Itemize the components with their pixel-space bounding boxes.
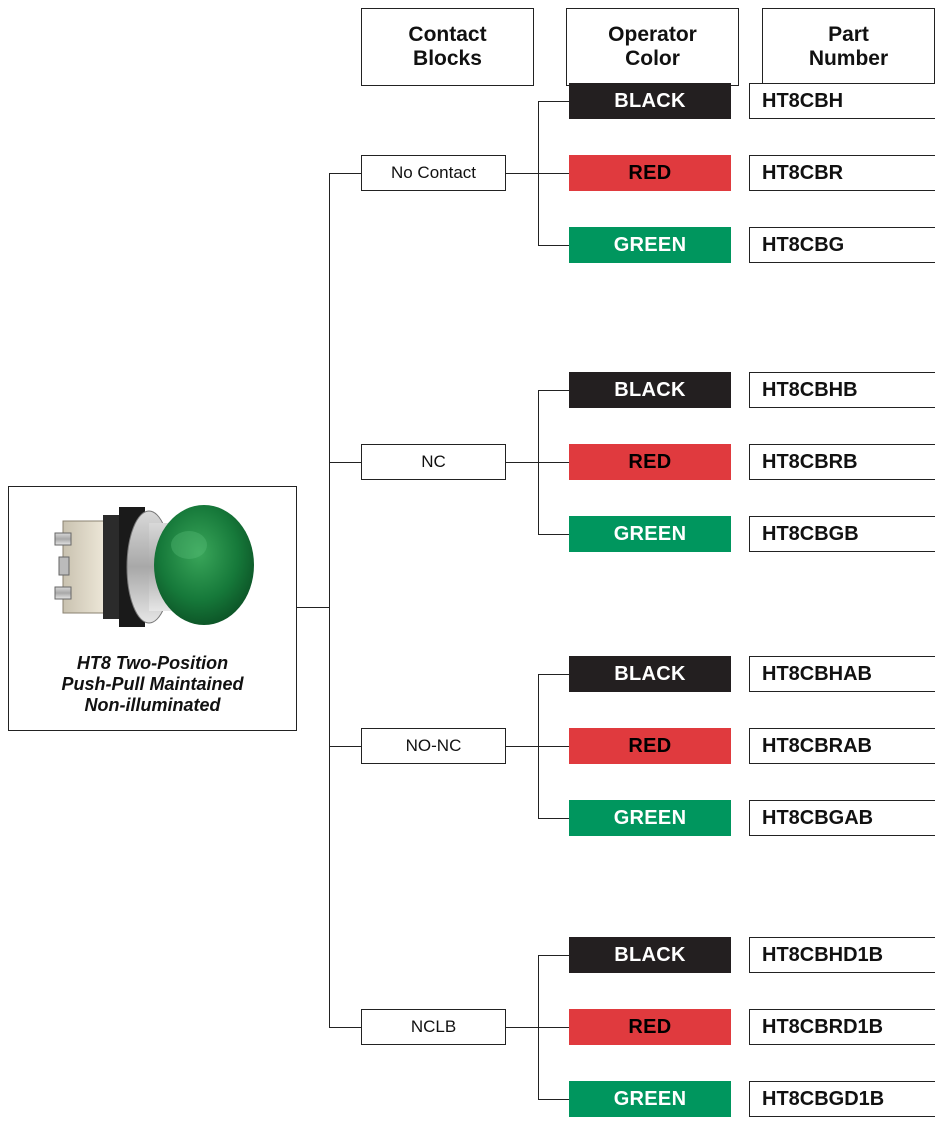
connector-line xyxy=(538,101,569,102)
connector-line xyxy=(329,173,361,174)
connector-line xyxy=(506,173,538,174)
connector-line xyxy=(538,534,569,535)
part-number: HT8CBGB xyxy=(749,516,935,552)
connector-line xyxy=(506,1027,538,1028)
connector-line xyxy=(538,1099,569,1100)
part-number: HT8CBHAB xyxy=(749,656,935,692)
product-caption: HT8 Two-Position Push-Pull Maintained No… xyxy=(9,653,296,716)
connector-line xyxy=(538,1027,569,1028)
operator-color-red: RED xyxy=(569,728,731,764)
part-number: HT8CBRD1B xyxy=(749,1009,935,1045)
connector-line xyxy=(538,746,569,747)
connector-line xyxy=(538,173,569,174)
operator-color-black: BLACK xyxy=(569,83,731,119)
operator-color-red: RED xyxy=(569,444,731,480)
connector-line xyxy=(506,746,538,747)
connector-line xyxy=(329,462,361,463)
operator-color-red: RED xyxy=(569,155,731,191)
connector-line xyxy=(538,674,569,675)
connector-line xyxy=(538,390,569,391)
part-number: HT8CBGAB xyxy=(749,800,935,836)
header-part-number: Part Number xyxy=(762,8,935,86)
header-operator-color: Operator Color xyxy=(566,8,739,86)
part-number: HT8CBG xyxy=(749,227,935,263)
product-box: HT8 Two-Position Push-Pull Maintained No… xyxy=(8,486,297,731)
trunk-line xyxy=(329,173,330,1028)
header-contact-blocks: Contact Blocks xyxy=(361,8,534,86)
part-number: HT8CBHB xyxy=(749,372,935,408)
connector-line xyxy=(538,818,569,819)
part-number: HT8CBGD1B xyxy=(749,1081,935,1117)
operator-color-black: BLACK xyxy=(569,937,731,973)
green-pushbutton-icon xyxy=(49,499,259,634)
part-number: HT8CBHD1B xyxy=(749,937,935,973)
operator-color-green: GREEN xyxy=(569,800,731,836)
part-number: HT8CBRB xyxy=(749,444,935,480)
operator-color-red: RED xyxy=(569,1009,731,1045)
contact-block-box: NC xyxy=(361,444,506,480)
part-number: HT8CBH xyxy=(749,83,935,119)
contact-block-box: NCLB xyxy=(361,1009,506,1045)
part-number: HT8CBRAB xyxy=(749,728,935,764)
connector-line xyxy=(538,462,569,463)
operator-color-black: BLACK xyxy=(569,372,731,408)
connector-line xyxy=(329,1027,361,1028)
connector-line xyxy=(506,462,538,463)
operator-color-green: GREEN xyxy=(569,227,731,263)
part-number: HT8CBR xyxy=(749,155,935,191)
connector-line xyxy=(538,245,569,246)
operator-color-black: BLACK xyxy=(569,656,731,692)
contact-block-box: NO-NC xyxy=(361,728,506,764)
connector-line xyxy=(297,607,329,608)
operator-color-green: GREEN xyxy=(569,516,731,552)
operator-color-green: GREEN xyxy=(569,1081,731,1117)
contact-block-box: No Contact xyxy=(361,155,506,191)
connector-line xyxy=(538,955,569,956)
connector-line xyxy=(329,746,361,747)
